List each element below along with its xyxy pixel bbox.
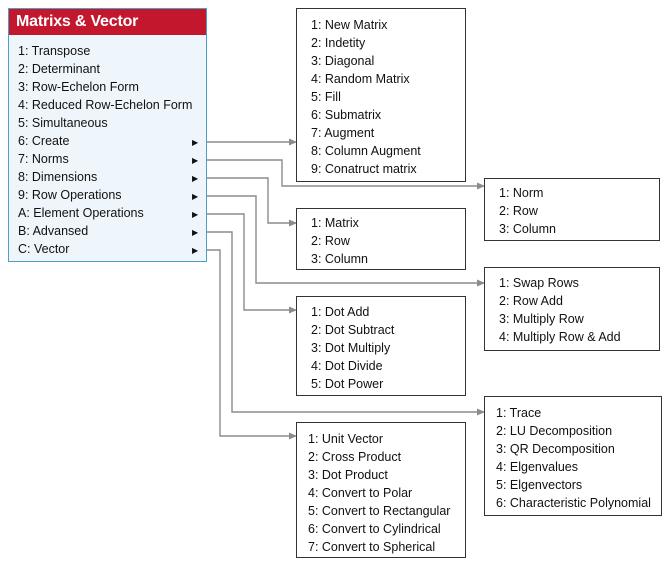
submenu-item[interactable]: 1: Unit Vector	[308, 432, 384, 446]
menu-item-norms[interactable]: 7: Norms	[18, 152, 69, 166]
submenu-item[interactable]: 2: Indetity	[311, 36, 366, 50]
menu-title: Matrixs & Vector	[9, 9, 206, 35]
connector-row-operations	[206, 195, 485, 287]
submenu-item[interactable]: 4: Random Matrix	[311, 72, 410, 86]
submenu-item[interactable]: 1: Trace	[496, 406, 542, 420]
menu-item-advansed[interactable]: B: Advansed	[18, 224, 89, 238]
submenu-item[interactable]: 2: LU Decomposition	[496, 424, 613, 438]
submenu-item[interactable]: 7: Augment	[311, 126, 375, 140]
submenu-item[interactable]: 2: Row	[311, 234, 350, 248]
submenu-advansed: 1: Trace 2: LU Decomposition 3: QR Decom…	[484, 396, 662, 516]
submenu-arrow-icon: ▶	[192, 228, 199, 237]
menu-item-vector[interactable]: C: Vector	[18, 242, 70, 256]
menu-item-element-operations[interactable]: A: Element Operations	[18, 206, 144, 220]
submenu-arrow-icon: ▶	[192, 174, 199, 183]
submenu-arrow-icon: ▶	[192, 192, 199, 201]
submenu-item[interactable]: 1: Swap Rows	[499, 276, 579, 290]
submenu-item[interactable]: 1: Dot Add	[311, 305, 370, 319]
submenu-item[interactable]: 1: Norm	[499, 186, 544, 200]
menu-item-reduced-row-echelon-form[interactable]: 4: Reduced Row-Echelon Form	[18, 98, 193, 112]
submenu-item[interactable]: 4: Elgenvalues	[496, 460, 579, 474]
submenu-element-operations: 1: Dot Add 2: Dot Subtract 3: Dot Multip…	[296, 296, 466, 396]
submenu-item[interactable]: 4: Multiply Row & Add	[499, 330, 621, 344]
submenu-item[interactable]: 2: Cross Product	[308, 450, 402, 464]
connector-advansed	[206, 231, 485, 416]
submenu-item[interactable]: 6: Submatrix	[311, 108, 382, 122]
menu-item-create[interactable]: 6: Create	[18, 134, 70, 148]
submenu-item[interactable]: 3: Dot Multiply	[311, 341, 391, 355]
submenu-item[interactable]: 1: New Matrix	[311, 18, 388, 32]
main-menu: Matrixs & Vector 1: Transpose 2: Determi…	[8, 8, 207, 262]
submenu-item[interactable]: 5: Fill	[311, 90, 341, 104]
submenu-arrow-icon: ▶	[192, 156, 199, 165]
menu-item-row-echelon-form[interactable]: 3: Row-Echelon Form	[18, 80, 139, 94]
submenu-create: 1: New Matrix 2: Indetity 3: Diagonal 4:…	[296, 8, 466, 182]
menu-item-row-operations[interactable]: 9: Row Operations	[18, 188, 122, 202]
connector-element-operations	[206, 213, 297, 314]
menu-item-dimensions[interactable]: 8: Dimensions	[18, 170, 98, 184]
submenu-item[interactable]: 2: Row Add	[499, 294, 563, 308]
submenu-item[interactable]: 3: QR Decomposition	[496, 442, 615, 456]
submenu-item[interactable]: 9: Conatruct matrix	[311, 162, 417, 176]
menu-item-determinant[interactable]: 2: Determinant	[18, 62, 100, 76]
menu-item-simultaneous[interactable]: 5: Simultaneous	[18, 116, 108, 130]
submenu-item[interactable]: 6: Characteristic Polynomial	[496, 496, 651, 510]
submenu-item[interactable]: 8: Column Augment	[311, 144, 421, 158]
submenu-item[interactable]: 7: Convert to Spherical	[308, 540, 436, 554]
submenu-item[interactable]: 3: Dot Product	[308, 468, 388, 482]
submenu-item[interactable]: 2: Dot Subtract	[311, 323, 395, 337]
connector-dimensions	[206, 177, 297, 227]
submenu-item[interactable]: 4: Convert to Polar	[308, 486, 413, 500]
submenu-norms: 1: Norm 2: Row 3: Column	[484, 178, 660, 241]
submenu-item[interactable]: 6: Convert to Cylindrical	[308, 522, 441, 536]
submenu-item[interactable]: 5: Elgenvectors	[496, 478, 583, 492]
submenu-item[interactable]: 3: Column	[499, 222, 556, 236]
connector-vector	[206, 249, 297, 440]
submenu-arrow-icon: ▶	[192, 246, 199, 255]
submenu-item[interactable]: 5: Dot Power	[311, 377, 384, 391]
submenu-row-operations: 1: Swap Rows 2: Row Add 3: Multiply Row …	[484, 267, 660, 351]
submenu-dimensions: 1: Matrix 2: Row 3: Column	[296, 208, 466, 270]
submenu-item[interactable]: 2: Row	[499, 204, 538, 218]
submenu-arrow-icon: ▶	[192, 138, 199, 147]
submenu-vector: 1: Unit Vector 2: Cross Product 3: Dot P…	[296, 422, 466, 558]
submenu-item[interactable]: 3: Multiply Row	[499, 312, 584, 326]
submenu-item[interactable]: 1: Matrix	[311, 216, 359, 230]
menu-item-transpose[interactable]: 1: Transpose	[18, 44, 91, 58]
submenu-item[interactable]: 4: Dot Divide	[311, 359, 383, 373]
submenu-item[interactable]: 5: Convert to Rectangular	[308, 504, 451, 518]
submenu-item[interactable]: 3: Column	[311, 252, 368, 266]
submenu-arrow-icon: ▶	[192, 210, 199, 219]
submenu-item[interactable]: 3: Diagonal	[311, 54, 375, 68]
connector-norms	[206, 159, 485, 190]
